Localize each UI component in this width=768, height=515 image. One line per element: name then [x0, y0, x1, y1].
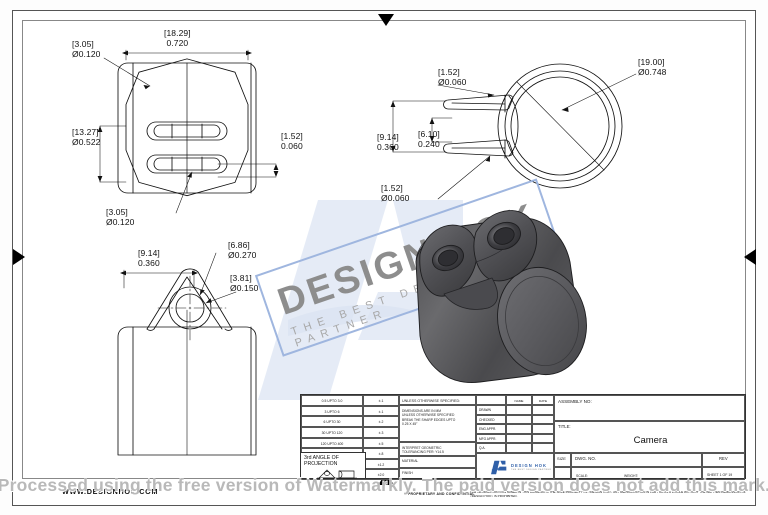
side-view-dimension-lines [390, 73, 637, 200]
approval-date-cell [532, 433, 554, 444]
part-title-value: Camera [633, 435, 668, 446]
dimension-tv-boss-diameter: [6.86] Ø0.270 [228, 240, 257, 260]
projection-symbol-block: 3rd ANGLE OF PROJECTION [300, 452, 366, 479]
front-view-geometry [117, 58, 257, 197]
rev-label-cell: REV [702, 453, 745, 467]
approval-name-cell [506, 433, 532, 444]
dimension-tv-span: [9.14] 0.360 [138, 248, 160, 268]
dimension-sv-outer-diameter: [19.00] Ø0.748 [638, 57, 667, 77]
tolerance-value-cell: ±.8 [363, 448, 399, 459]
title-cell: TITLE: Camera [554, 421, 745, 453]
center-mark-right-icon [744, 249, 756, 265]
tolerance-value-cell: ±.1 [363, 395, 399, 406]
finish-cell: FINISH [399, 468, 476, 480]
approvals-header-cell: NAME [506, 395, 532, 405]
designhok-logo-icon [491, 460, 507, 475]
tolerance-value-cell: ±2.0 [363, 469, 399, 480]
approval-name-cell [506, 405, 532, 415]
approval-role-cell: MFG APPR. [476, 433, 506, 444]
dimension-tv-hole-diameter: [3.81] Ø0.150 [230, 273, 259, 293]
approvals-corner-cell [476, 395, 506, 405]
dwg-no-value: ---- [572, 468, 701, 469]
dwg-no-value-cell: ---- SCALE: WEIGHT: [571, 467, 702, 480]
dwg-no-label-cell: DWG. NO. [571, 453, 702, 467]
tolerance-range-cell: 0.5 UPTO 3.0 [301, 395, 363, 406]
material-cell: MATERIAL [399, 456, 476, 468]
top-view-geometry [117, 268, 257, 456]
approval-date-cell [532, 414, 554, 425]
approval-name-cell [506, 424, 532, 434]
projection-label-line2: PROJECTION [304, 461, 338, 467]
approvals-header-cell: DATE [532, 395, 554, 405]
approval-date-cell [532, 405, 554, 415]
notes-body-cell: DIMENSIONS ARE IN MM UNLESS OTHERWISE SP… [399, 405, 476, 442]
tolerance-range-cell: 6 UPTO 30 [301, 416, 363, 427]
dimension-sv-lug-thickness-bottom: [1.52] Ø0.060 [381, 183, 410, 203]
tolerance-range-cell: 120 UPTO 400 [301, 437, 363, 449]
approval-name-cell [506, 414, 532, 425]
approval-date-cell [532, 424, 554, 434]
dimension-sv-lug-thickness-top: [1.52] Ø0.060 [438, 67, 467, 87]
size-value-cell [554, 467, 571, 480]
tolerance-value-cell: ±.3 [363, 426, 399, 438]
isometric-model-view [415, 210, 587, 383]
dimension-fv-width: [18.29] 0.720 [164, 28, 191, 48]
approval-role-cell: CHECKED [476, 414, 506, 425]
dimension-fv-hole-top: [3.05] Ø0.120 [72, 39, 101, 59]
center-mark-top-icon [378, 14, 394, 26]
front-view-dimension-lines [97, 49, 279, 214]
approval-name-cell [506, 443, 532, 453]
dimension-fv-thickness: [1.52] 0.060 [281, 131, 303, 151]
dimension-fv-height: [13.27] Ø0.522 [72, 127, 101, 147]
footer-confidential-label: PROPRIETARY AND CONFIDENTIAL [408, 492, 475, 496]
center-mark-left-icon [13, 249, 25, 265]
tolerance-range-cell: 30 UPTO 120 [301, 426, 363, 438]
approval-role-cell: DRAWN [476, 405, 506, 415]
third-angle-projection-icon [317, 469, 357, 479]
tolerance-value-cell: ±.1 [363, 405, 399, 417]
geometric-tolerance-cell: INTERPRET GEOMETRIC TOLERANCING PER: Y14… [399, 442, 476, 456]
assembly-no-cell: ASSEMBLY NO: [554, 395, 745, 421]
logo-cell: DESIGN HOK THE BEST DESIGN PARTNER [476, 453, 554, 480]
dimension-fv-hole-bottom: [3.05] Ø0.120 [106, 207, 135, 227]
projection-label-line1: 3rd ANGLE OF [304, 455, 339, 461]
footer-legal-text: THE INFORMATION CONTAINED IN THIS DRAWIN… [470, 490, 746, 499]
tolerance-value-cell: ±1.2 [363, 458, 399, 470]
tolerance-value-cell: ±.2 [363, 416, 399, 427]
tolerance-range-cell: 3 UPTO 6 [301, 405, 363, 417]
top-view-dimension-lines [120, 252, 237, 304]
footer-website-url: WWW.DESIGNHOK.COM [62, 487, 159, 496]
approval-role-cell: Q.A. [476, 443, 506, 453]
size-label-cell: SIZE [554, 453, 571, 467]
approval-role-cell: ENG APPR. [476, 424, 506, 434]
notes-header-cell: UNLESS OTHERWISE SPECIFIED: [399, 395, 476, 405]
dimension-sv-span: [9.14] 0.360 [377, 132, 399, 152]
dimension-sv-inner-span: [6.10] 0.240 [418, 129, 440, 149]
tolerance-value-cell: ±.5 [363, 437, 399, 449]
approval-date-cell [532, 443, 554, 453]
side-view-geometry [443, 63, 623, 189]
sheet-cell: SHEET 1 OF 19 [702, 467, 745, 480]
